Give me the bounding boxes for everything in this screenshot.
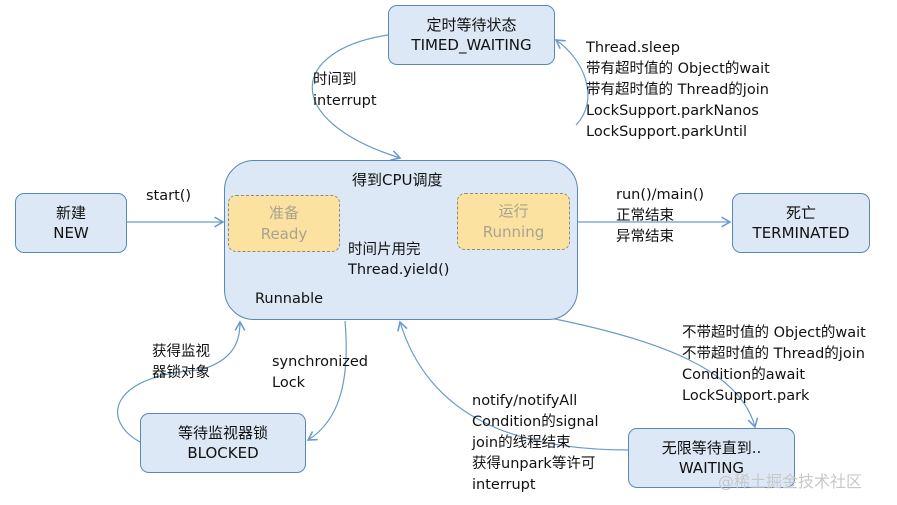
cpu-label: 得到CPU调度: [352, 171, 443, 189]
label-line: LockSupport.park: [682, 388, 810, 404]
state-en: WAITING: [678, 459, 745, 477]
arrow-waiting-to-runnable: [397, 320, 629, 451]
state-en: Ready: [260, 224, 308, 243]
timed-enter-label: Thread.sleep 带有超时值的 Object的wait 带有超时值的 T…: [586, 38, 770, 143]
label-line: 器锁对象: [152, 365, 210, 381]
state-cn: 无限等待直到..: [661, 439, 762, 457]
state-cn: 运行: [498, 201, 529, 220]
label-line: Thread.sleep: [586, 40, 680, 56]
state-en: TERMINATED: [752, 224, 850, 242]
state-blocked: 等待监视器锁 BLOCKED: [140, 413, 306, 473]
acquire-lock-label: 获得监视 器锁对象: [152, 342, 210, 384]
arrow-runnable-to-waiting: [549, 317, 759, 429]
label-line: 正常结束: [616, 208, 674, 224]
arrow-runnable-to-blocked: [306, 320, 347, 441]
label-line: 时间到: [313, 72, 357, 88]
state-cn: 等待监视器锁: [177, 424, 268, 442]
arrow-blocked-to-runnable: [117, 320, 246, 443]
state-new: 新建 NEW: [15, 193, 127, 253]
state-running: 运行 Running: [457, 193, 570, 250]
wait-enter-label: 不带超时值的 Object的wait 不带超时值的 Thread的join Co…: [682, 323, 866, 407]
state-cn: 定时等待状态: [426, 16, 517, 34]
label-line: 不带超时值的 Thread的join: [682, 346, 865, 362]
watermark: @稀土掘金技术社区: [718, 472, 863, 491]
label-line: 异常结束: [616, 229, 674, 245]
state-en: Running: [482, 222, 545, 241]
label-line: Lock: [272, 375, 306, 391]
yield-cn: 时间片用完: [348, 242, 421, 258]
sync-label: synchronized Lock: [272, 352, 368, 394]
runnable-label: Runnable: [255, 291, 324, 307]
state-cn: 准备: [268, 203, 299, 222]
state-terminated: 死亡 TERMINATED: [732, 193, 870, 253]
state-en: BLOCKED: [187, 444, 259, 462]
state-en: TIMED_WAITING: [411, 36, 532, 54]
state-waiting: 无限等待直到.. WAITING: [628, 428, 795, 488]
label-line: synchronized: [272, 354, 368, 370]
label-line: 带有超时值的 Thread的join: [586, 82, 769, 98]
state-cn: 新建: [55, 204, 86, 222]
terminate-label: run()/main() 正常结束 异常结束: [616, 185, 704, 248]
label-line: LockSupport.parkUntil: [586, 124, 747, 140]
label-line: 带有超时值的 Object的wait: [586, 61, 770, 77]
label-line: interrupt: [472, 477, 536, 493]
start-label: start(): [146, 188, 192, 204]
yield-en: Thread.yield(): [348, 262, 450, 278]
arrow-timed-to-runnable: [311, 34, 402, 161]
label-line: interrupt: [313, 93, 377, 109]
label-line: 不带超时值的 Object的wait: [682, 325, 866, 341]
wait-exit-label: notify/notifyAll Condition的signal join的线…: [472, 391, 599, 496]
state-en: NEW: [53, 224, 89, 242]
label-line: LockSupport.parkNanos: [586, 103, 759, 119]
label-line: 获得unpark等许可: [472, 456, 596, 472]
label-line: run()/main(): [616, 187, 705, 203]
label-line: notify/notifyAll: [472, 393, 578, 409]
label-line: join的线程结束: [472, 435, 571, 451]
timeout-label: 时间到 interrupt: [313, 70, 377, 112]
label-line: Condition的signal: [472, 414, 599, 430]
state-timed-waiting: 定时等待状态 TIMED_WAITING: [388, 5, 555, 65]
state-cn: 死亡: [785, 204, 816, 222]
label-line: 获得监视: [152, 344, 210, 360]
state-ready: 准备 Ready: [228, 195, 340, 252]
arrow-runnable-to-timed: [554, 39, 589, 126]
label-line: Condition的await: [682, 367, 806, 383]
